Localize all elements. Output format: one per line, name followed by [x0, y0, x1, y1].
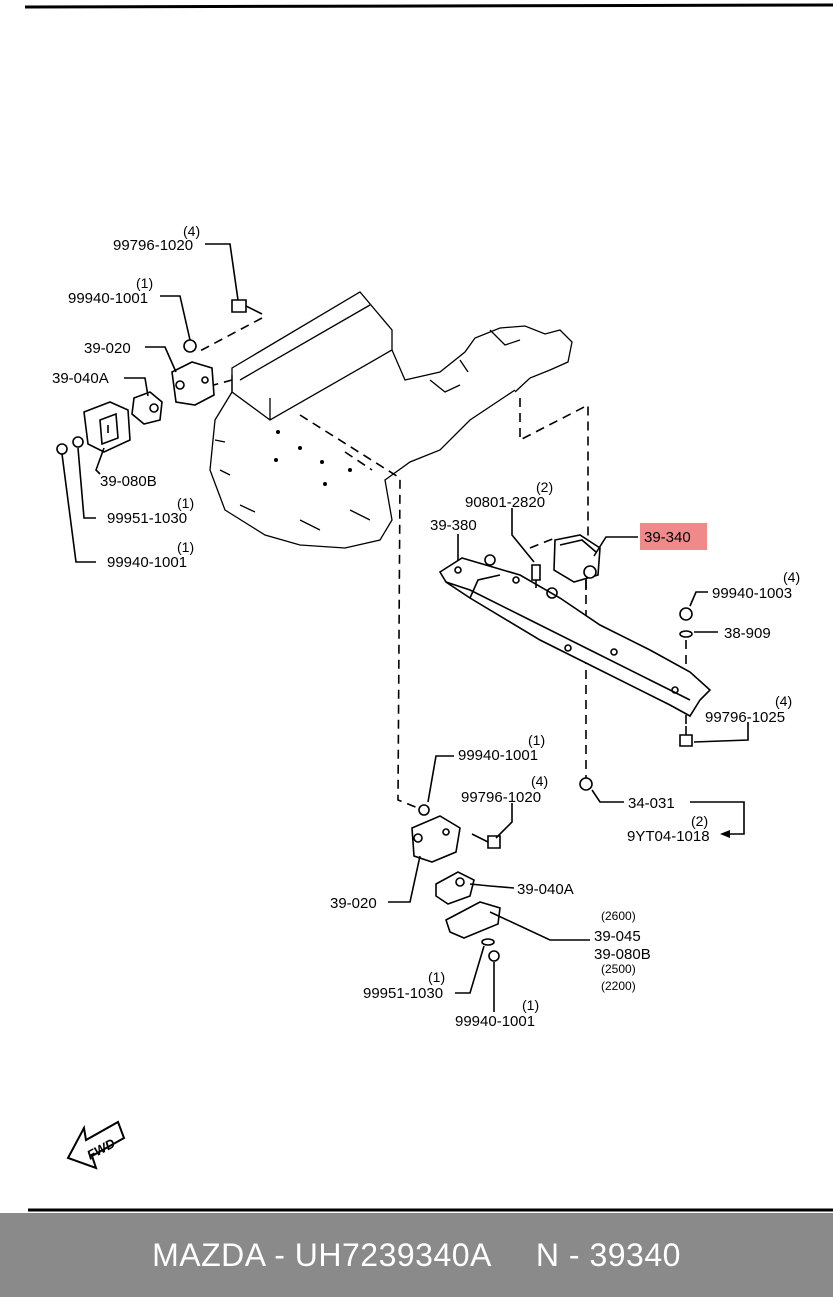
fwd-arrow-icon: FWD [66, 1120, 126, 1170]
part-number-text: MAZDA - UH7239340A [152, 1236, 492, 1273]
label-99940-1001: 99940-1001 [107, 554, 187, 571]
crossmember-39-380 [438, 554, 712, 718]
label-qty: (1) [177, 495, 194, 511]
dashed-connectors [194, 317, 687, 809]
label-qty: (4) [775, 693, 792, 709]
label-99796-1020: 99796-1020 [461, 789, 541, 806]
rear-mount-39-340 [553, 534, 601, 590]
label-qty: (4) [783, 569, 800, 585]
label-99940-1001: 99940-1001 [458, 747, 538, 764]
highlight-39-340 [640, 523, 707, 550]
bottom-mount-assembly [411, 804, 501, 962]
label-qty: (4) [531, 773, 548, 789]
label-99940-1001: 99940-1001 [68, 290, 148, 307]
label-9YT04-1018: 9YT04-1018 [627, 828, 710, 845]
left-mount-assembly [56, 299, 263, 455]
label-qty: (1) [528, 732, 545, 748]
label-qty: (4) [183, 223, 200, 239]
label-39-340: 39-340 [644, 529, 691, 546]
label-2500: (2500) [601, 962, 636, 976]
label-39-045: 39-045 [594, 928, 641, 945]
catalog-number-text: N - 39340 [535, 1236, 681, 1273]
bolt-90801-2820 [531, 564, 541, 588]
label-99796-1025: 99796-1025 [705, 709, 785, 726]
footer-bar: MAZDA - UH7239340A N - 39340 [0, 1213, 833, 1297]
part-labels: (4) 99796-1020 (1) 99940-1001 39-020 39-… [52, 223, 800, 1030]
label-39-020: 39-020 [330, 895, 377, 912]
label-99940-1003: 99940-1003 [712, 585, 792, 602]
label-qty: (1) [136, 275, 153, 291]
label-99951-1030: 99951-1030 [363, 985, 443, 1002]
engine-sketch [209, 291, 573, 549]
label-39-040A: 39-040A [52, 370, 109, 387]
label-99940-1001: 99940-1001 [455, 1013, 535, 1030]
label-34-031: 34-031 [628, 795, 675, 812]
label-qty: (2) [536, 479, 553, 495]
label-2600: (2600) [601, 909, 636, 923]
label-38-909: 38-909 [724, 625, 771, 642]
label-99796-1020: 99796-1020 [113, 237, 193, 254]
label-39-040A: 39-040A [517, 881, 574, 898]
label-qty: (1) [177, 539, 194, 555]
label-qty: (2) [691, 813, 708, 829]
top-border [24, 3, 833, 9]
right-fasteners [579, 607, 693, 791]
label-90801-2820: 90801-2820 [465, 494, 545, 511]
label-99951-1030: 99951-1030 [107, 510, 187, 527]
label-qty: (1) [428, 969, 445, 985]
label-39-080B: 39-080B [594, 946, 651, 963]
leader-lines [61, 243, 749, 1012]
engine-mount-diagram: (4) 99796-1020 (1) 99940-1001 39-020 39-… [24, 3, 833, 1212]
label-39-080B: 39-080B [100, 473, 157, 490]
label-2200: (2200) [601, 979, 636, 993]
label-qty: (1) [522, 997, 539, 1013]
label-39-380: 39-380 [430, 517, 477, 534]
label-39-020: 39-020 [84, 340, 131, 357]
